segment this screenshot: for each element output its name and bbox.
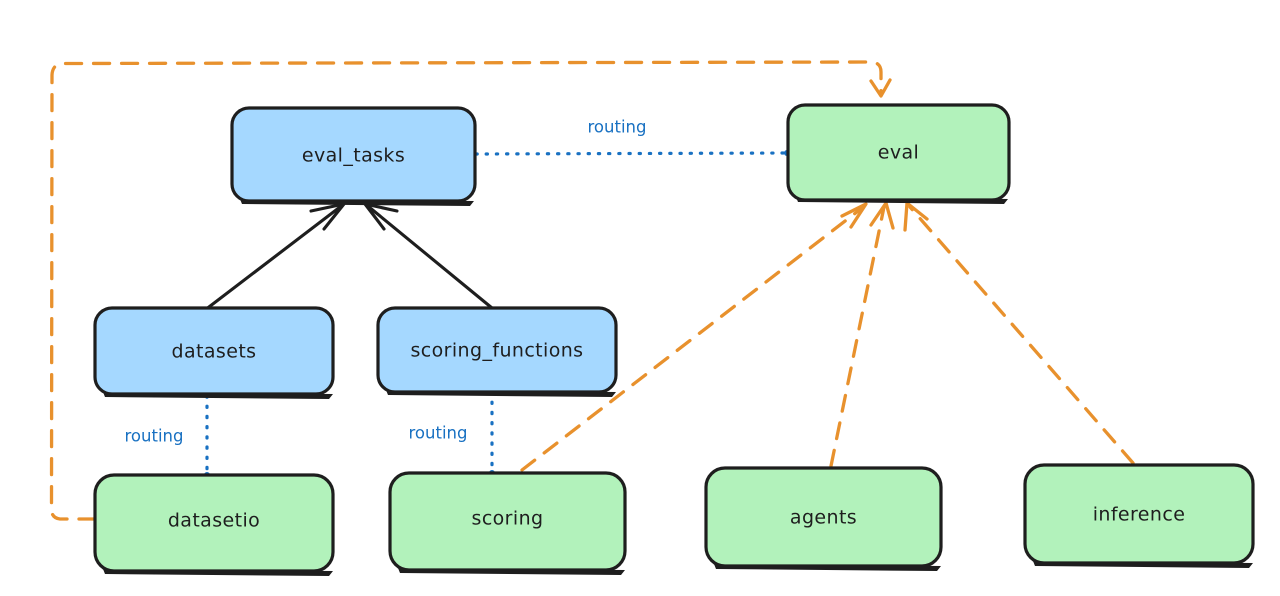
edge-datasets-to-eval-tasks bbox=[203, 202, 346, 312]
node-datasetio[interactable]: datasetio bbox=[93, 473, 335, 576]
edge-agents-to-eval bbox=[829, 201, 895, 468]
node-eval-tasks[interactable]: eval_tasks bbox=[230, 106, 477, 206]
edge-eval-tasks-to-eval bbox=[474, 150, 790, 156]
node-label-inference: inference bbox=[1093, 504, 1186, 526]
node-datasets[interactable]: datasets bbox=[93, 306, 335, 399]
edge-label-routing-eval-tasks-eval: routing bbox=[588, 118, 647, 137]
node-agents[interactable]: agents bbox=[704, 466, 943, 571]
node-label-scoring: scoring bbox=[472, 508, 544, 530]
edge-label-routing-scoring-functions-scoring: routing bbox=[409, 424, 468, 443]
node-label-scoring-functions: scoring_functions bbox=[411, 340, 584, 362]
node-label-agents: agents bbox=[790, 507, 857, 529]
edge-inference-to-eval bbox=[903, 201, 1135, 465]
edge-label-routing-datasets-datasetio: routing bbox=[125, 427, 184, 446]
node-label-eval: eval bbox=[878, 142, 919, 164]
node-label-datasets: datasets bbox=[172, 341, 257, 363]
node-eval[interactable]: eval bbox=[786, 103, 1011, 204]
node-inference[interactable]: inference bbox=[1023, 463, 1255, 568]
edge-scoring-functions-to-scoring bbox=[489, 390, 495, 476]
edge-scoring-to-eval bbox=[520, 202, 868, 472]
node-scoring[interactable]: scoring bbox=[388, 471, 627, 575]
node-label-datasetio: datasetio bbox=[168, 510, 260, 532]
node-scoring-functions[interactable]: scoring_functions bbox=[376, 306, 618, 397]
edge-datasetio-to-eval bbox=[49, 60, 892, 521]
edge-scoring-functions-to-eval-tasks bbox=[363, 202, 494, 310]
edge-datasets-to-datasetio bbox=[204, 394, 210, 478]
node-label-eval-tasks: eval_tasks bbox=[302, 145, 405, 167]
